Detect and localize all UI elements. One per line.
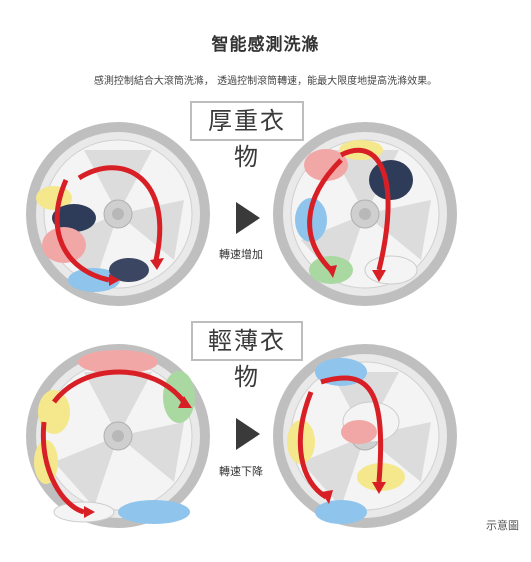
page-title: 智能感測洗滌 [211,35,320,55]
drum-light-high-speed-image [26,344,210,528]
arrow-right-icon [236,202,260,234]
page-subtitle: 感測控制結合大滾筒洗滌， 透過控制滾筒轉速，能最大限度地提高洗滌效果。 [93,76,438,87]
arrow-right-icon [236,418,260,450]
heavy-clothes-label: 厚重衣物 [190,101,304,171]
speed-increase-label: 轉速增加 [219,248,263,261]
light-clothes-label: 輕薄衣物 [191,321,303,391]
illustration-note: 示意圖 [486,519,519,532]
drum-heavy-high-speed-image [273,122,457,306]
speed-decrease-label: 轉速下降 [219,465,263,478]
drum-heavy-low-speed-image [26,122,210,306]
drum-light-low-speed-image [273,344,457,528]
